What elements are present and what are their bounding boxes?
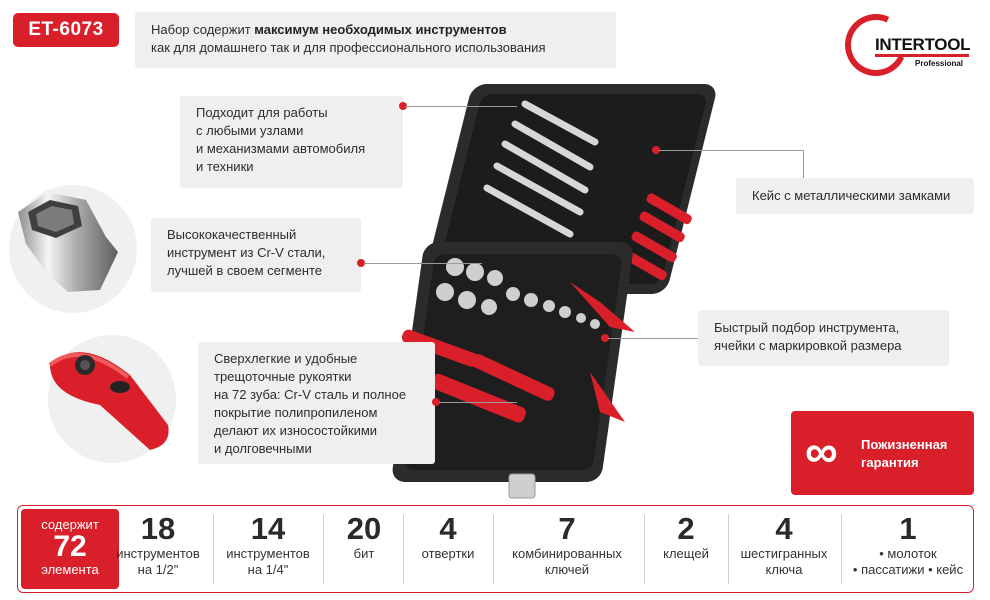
stat-label: на 1/4" (247, 562, 289, 577)
stat-item: 4 отвертки (406, 506, 490, 592)
stat-num: 14 (250, 511, 286, 546)
pointer-dot (601, 334, 609, 342)
stat-num: 7 (558, 511, 576, 546)
callout-ratchet-line: покрытие полипропиленом (214, 405, 378, 420)
callout-quality: Высококачественный инструмент из Cr-V ст… (151, 218, 361, 292)
stat-num: 20 (346, 511, 382, 546)
callout-fit-line: Подходит для работы (196, 105, 328, 120)
callout-ratchet: Сверхлегкие и удобные трещоточные рукоят… (198, 342, 435, 464)
pointer-dot (652, 146, 660, 154)
callout-quality-line: Высококачественный (167, 227, 297, 242)
stat-label: • молоток (879, 546, 937, 561)
divider (213, 514, 214, 584)
callout-ratchet-line: трещоточные рукоятки (214, 369, 352, 384)
stat-label: ключей (544, 562, 590, 577)
callout-ratchet-line: Сверхлегкие и удобные (214, 351, 358, 366)
warranty-line-2: гарантия (861, 455, 919, 470)
stat-label: ключа (765, 562, 803, 577)
stat-label: клещей (663, 546, 709, 561)
stat-label: • пассатижи • кейс (852, 562, 964, 577)
stat-item: 7 комбинированных ключей (496, 506, 638, 592)
sku-badge: ET-6073 (13, 13, 119, 47)
ratchet-photo (48, 352, 169, 450)
pointer-line (803, 150, 804, 178)
pointer-dot (357, 259, 365, 267)
stat-num: 18 (140, 511, 176, 546)
stat-label: инструментов (116, 546, 200, 561)
stat-item: 1 • молоток • пассатижи • кейс (844, 506, 972, 592)
pointer-dot (432, 398, 440, 406)
callout-ratchet-line: делают их износостойкими (214, 423, 378, 438)
callout-ratchet-line: на 72 зуба: Cr-V сталь и полное (214, 387, 407, 402)
warranty-badge: ∞ Пожизненная гарантия (791, 411, 974, 495)
pointer-line (405, 106, 517, 107)
stat-label: бит (353, 546, 375, 561)
stat-item: 2 клещей (648, 506, 724, 592)
callout-fit: Подходит для работы с любыми узлами и ме… (180, 96, 403, 188)
callout-case: Кейс с металлическими замками (736, 178, 974, 214)
stat-label: комбинированных (512, 546, 622, 561)
stat-num: 2 (677, 511, 695, 546)
stat-item: 4 шестигранных ключа (730, 506, 838, 592)
callout-fit-line: и техники (196, 159, 254, 174)
stat-label: инструментов (226, 546, 310, 561)
intro-bold: максимум необходимых инструментов (254, 22, 507, 37)
callout-fast-line: ячейки с маркировкой размера (714, 338, 902, 353)
stat-label: на 1/2" (137, 562, 179, 577)
callout-fast-line: Быстрый подбор инструмента, (714, 320, 900, 335)
callout-quality-line: инструмент из Cr-V стали, (167, 245, 326, 260)
callout-fit-line: и механизмами автомобиля (196, 141, 366, 156)
stat-item: 14 инструментов на 1/4" (216, 506, 320, 592)
intro-callout: Набор содержит максимум необходимых инст… (135, 12, 616, 68)
stat-label: отвертки (421, 546, 475, 561)
pointer-line (364, 263, 482, 264)
divider (841, 514, 842, 584)
callout-case-text: Кейс с металлическими замками (752, 188, 951, 203)
callout-fast: Быстрый подбор инструмента, ячейки с мар… (698, 310, 949, 366)
stat-num: 4 (775, 511, 793, 546)
pointer-line (439, 402, 517, 403)
pointer-line (659, 150, 804, 151)
contents-stats-bar: содержит 72 элемента 18 инструментов на … (17, 505, 974, 593)
toolset-case-image (392, 84, 716, 499)
stat-total-post: элемента (41, 562, 99, 577)
callout-fit-line: с любыми узлами (196, 123, 304, 138)
callout-ratchet-line: и долговечными (214, 441, 312, 456)
stat-label: шестигранных (740, 546, 828, 561)
infinity-icon: ∞ (805, 425, 838, 477)
intro-text: Набор содержит (151, 22, 255, 37)
pointer-dot (399, 102, 407, 110)
logo-sub: Professional (915, 59, 964, 68)
intro-text-2: как для домашнего так и для профессионал… (151, 40, 546, 55)
divider (323, 514, 324, 584)
socket-photo (18, 192, 118, 292)
divider (728, 514, 729, 584)
stat-total-num: 72 (53, 530, 87, 563)
divider (493, 514, 494, 584)
stat-num: 4 (439, 511, 457, 546)
pointer-line (608, 338, 698, 339)
divider (644, 514, 645, 584)
logo-underline (875, 54, 969, 57)
stat-total-pre: содержит (41, 517, 99, 532)
callout-quality-line: лучшей в своем сегменте (167, 263, 323, 278)
stat-num: 1 (899, 511, 917, 546)
logo-brand: INTERTOOL (875, 35, 971, 54)
warranty-line-1: Пожизненная (861, 437, 948, 452)
stat-total: содержит 72 элемента (21, 509, 119, 589)
stat-item: 20 бит (328, 506, 400, 592)
intertool-logo: INTERTOOL Professional (836, 5, 975, 85)
divider (403, 514, 404, 584)
stat-item: 18 инструментов на 1/2" (106, 506, 210, 592)
